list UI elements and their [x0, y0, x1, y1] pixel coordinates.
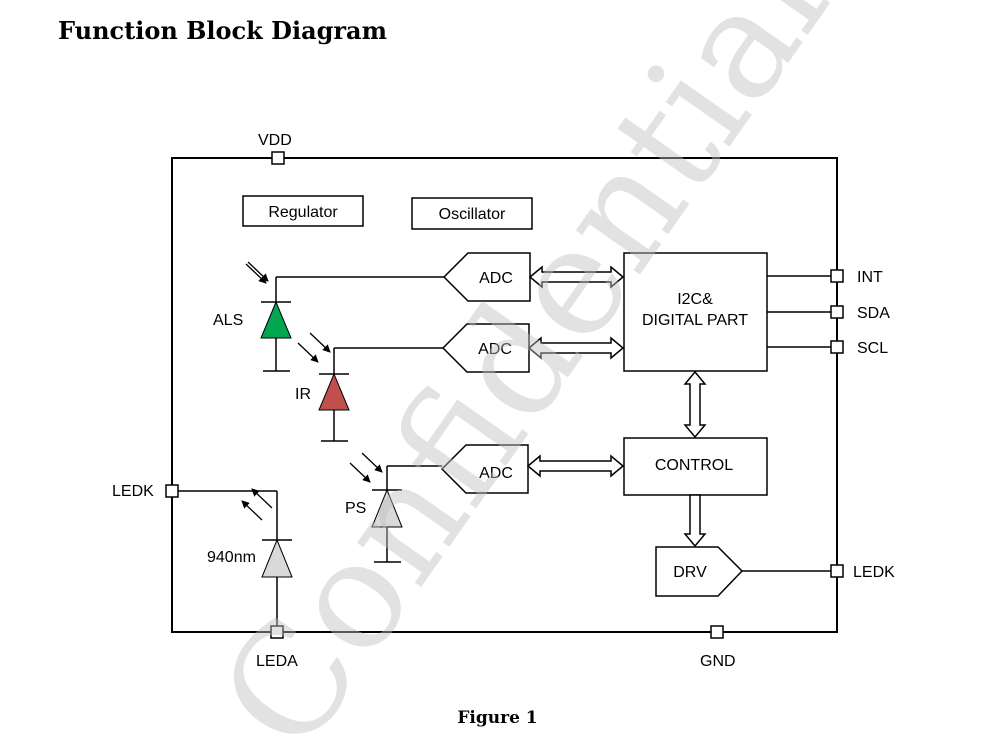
gnd-pin — [710, 625, 724, 639]
als-photodiode — [245, 261, 444, 372]
als-diode-triangle — [260, 300, 292, 339]
control-label: CONTROL — [655, 457, 733, 474]
ps-photodiode — [349, 452, 442, 563]
adc-als-label: ADC — [479, 270, 513, 287]
oscillator-block — [411, 197, 533, 230]
adc-ir-label: ADC — [478, 341, 512, 358]
leda-label: LEDA — [256, 653, 298, 670]
oscillator-label: Oscillator — [439, 206, 506, 223]
i2c-label-line2: DIGITAL PART — [642, 312, 748, 329]
ps-label: PS — [345, 500, 366, 517]
ir-diode-triangle — [318, 372, 350, 411]
drv-block — [655, 546, 744, 597]
bus-arrow-ir — [527, 336, 625, 360]
ledk-left-label: LEDK — [112, 483, 154, 500]
chip-outline — [171, 157, 838, 633]
i2c-digital-block — [623, 252, 768, 372]
bus-arrow-als — [528, 265, 625, 289]
scl-label: SCL — [857, 340, 888, 357]
regulator-block — [242, 195, 364, 227]
als-label: ALS — [213, 312, 243, 329]
ir-label: IR — [295, 386, 311, 403]
figure-caption: Figure 1 — [457, 708, 538, 728]
gnd-label: GND — [700, 653, 736, 670]
vdd-pin — [271, 151, 285, 165]
int-pin — [830, 269, 844, 283]
bus-arrow-ps — [526, 454, 625, 478]
control-drv-arrow — [683, 494, 707, 548]
i2c-label-line1: I2C& — [677, 291, 713, 308]
ledk-right-pin — [830, 564, 844, 578]
sda-pin — [830, 305, 844, 319]
vdd-label: VDD — [258, 132, 292, 149]
ledk-right-label: LEDK — [853, 564, 895, 581]
sda-label: SDA — [857, 305, 890, 322]
page-title: Function Block Diagram — [58, 16, 388, 45]
adc-ps-label: ADC — [479, 465, 513, 482]
led-label: 940nm — [207, 549, 256, 566]
bus-arrow-digital-control — [683, 370, 707, 439]
confidential-watermark: Confidential — [187, 0, 862, 752]
ir-led — [178, 488, 293, 626]
regulator-label: Regulator — [268, 204, 338, 221]
ir-photodiode — [297, 332, 443, 442]
ledk-left-pin — [165, 484, 179, 498]
drv-label: DRV — [673, 564, 707, 581]
adc-ps-block — [440, 444, 529, 494]
control-block — [623, 437, 768, 496]
int-label: INT — [857, 269, 883, 286]
scl-pin — [830, 340, 844, 354]
